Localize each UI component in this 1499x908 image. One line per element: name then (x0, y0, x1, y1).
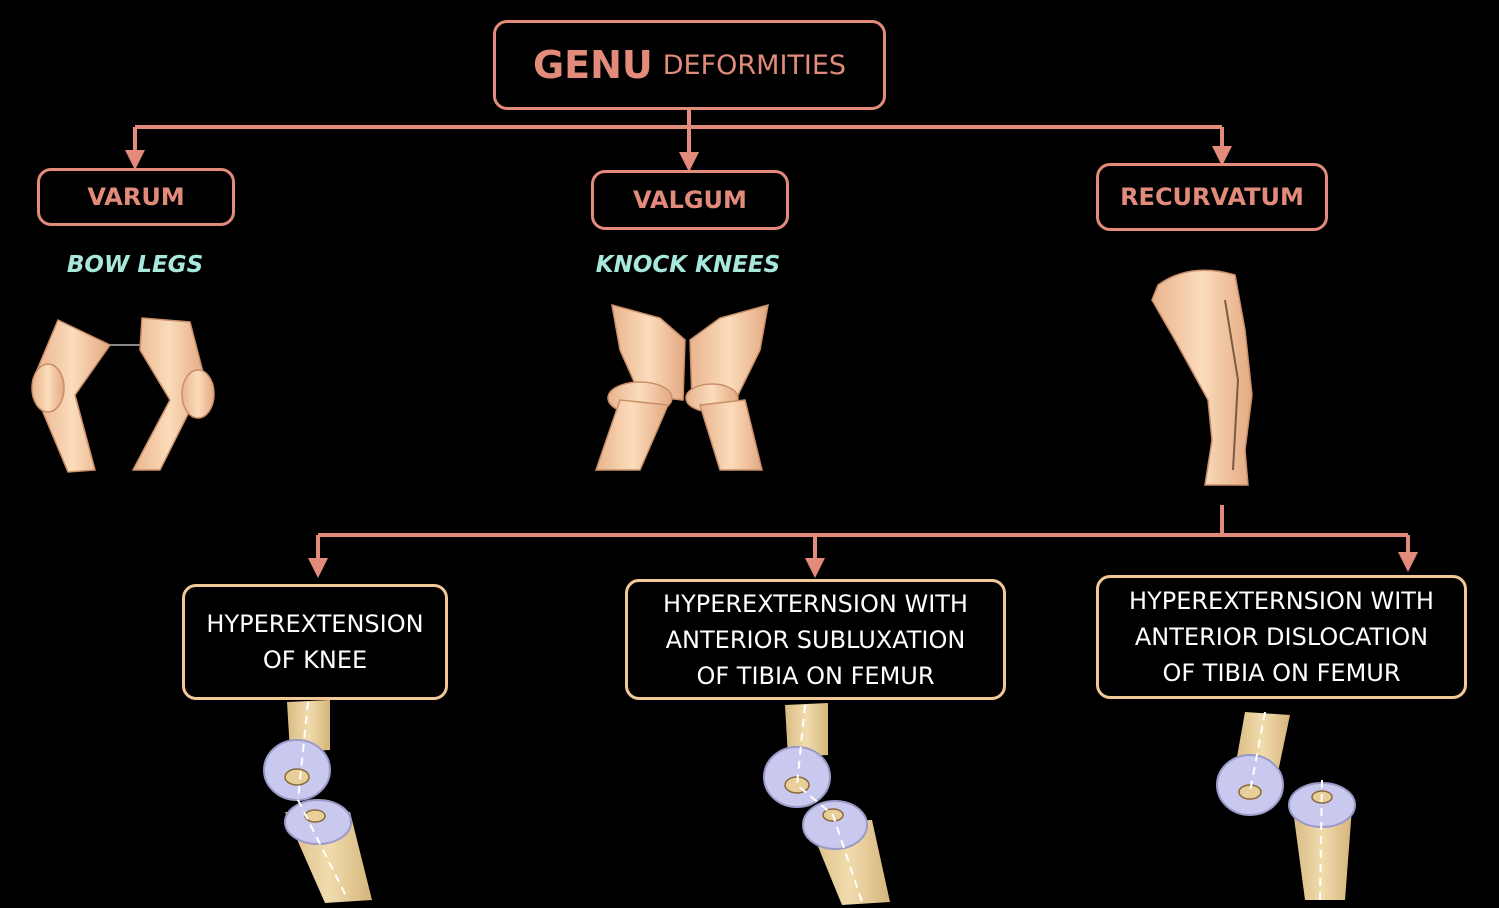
bottom-connectors (308, 505, 1418, 578)
title-main: GENU (532, 43, 653, 87)
title-sub: DEFORMITIES (662, 49, 847, 81)
subluxation-joint-diagram (763, 703, 890, 905)
subluxation-line-1: HYPEREXTERNSION WITH (663, 589, 968, 618)
dislocation-line-2: ANTERIOR DISLOCATION (1134, 623, 1429, 651)
subluxation-box: HYPEREXTERNSION WITH ANTERIOR SUBLUXATIO… (625, 579, 1006, 700)
valgum-sublabel: KNOCK KNEES (595, 252, 781, 278)
bow-legs-illustration (31, 317, 215, 473)
recurvatum-leg-illustration (1151, 269, 1253, 486)
dislocation-box: HYPEREXTERNSION WITH ANTERIOR DISLOCATIO… (1096, 575, 1467, 699)
top-connectors (125, 108, 1232, 172)
hyperextension-joint-diagram (263, 700, 372, 903)
recurvatum-label: RECURVATUM (1120, 183, 1304, 211)
subluxation-line-2: ANTERIOR SUBLUXATION (665, 625, 966, 654)
dislocation-line-1: HYPEREXTERNSION WITH (1129, 587, 1434, 615)
title-box: GENU DEFORMITIES (493, 20, 886, 110)
hyperextension-line-2: OF KNEE (262, 646, 368, 674)
varum-label: VARUM (87, 183, 185, 211)
varum-box: VARUM (37, 168, 235, 226)
recurvatum-box: RECURVATUM (1096, 163, 1328, 231)
hyperextension-box: HYPEREXTENSION OF KNEE (182, 584, 448, 700)
valgum-label: VALGUM (633, 186, 747, 214)
subluxation-line-3: OF TIBIA ON FEMUR (696, 661, 935, 690)
dislocation-line-3: OF TIBIA ON FEMUR (1162, 659, 1401, 687)
varum-sublabel: BOW LEGS (66, 252, 204, 278)
dislocation-joint-diagram (1216, 711, 1356, 901)
hyperextension-line-1: HYPEREXTENSION (206, 610, 424, 638)
knock-knees-illustration (594, 303, 769, 471)
valgum-box: VALGUM (591, 170, 789, 230)
